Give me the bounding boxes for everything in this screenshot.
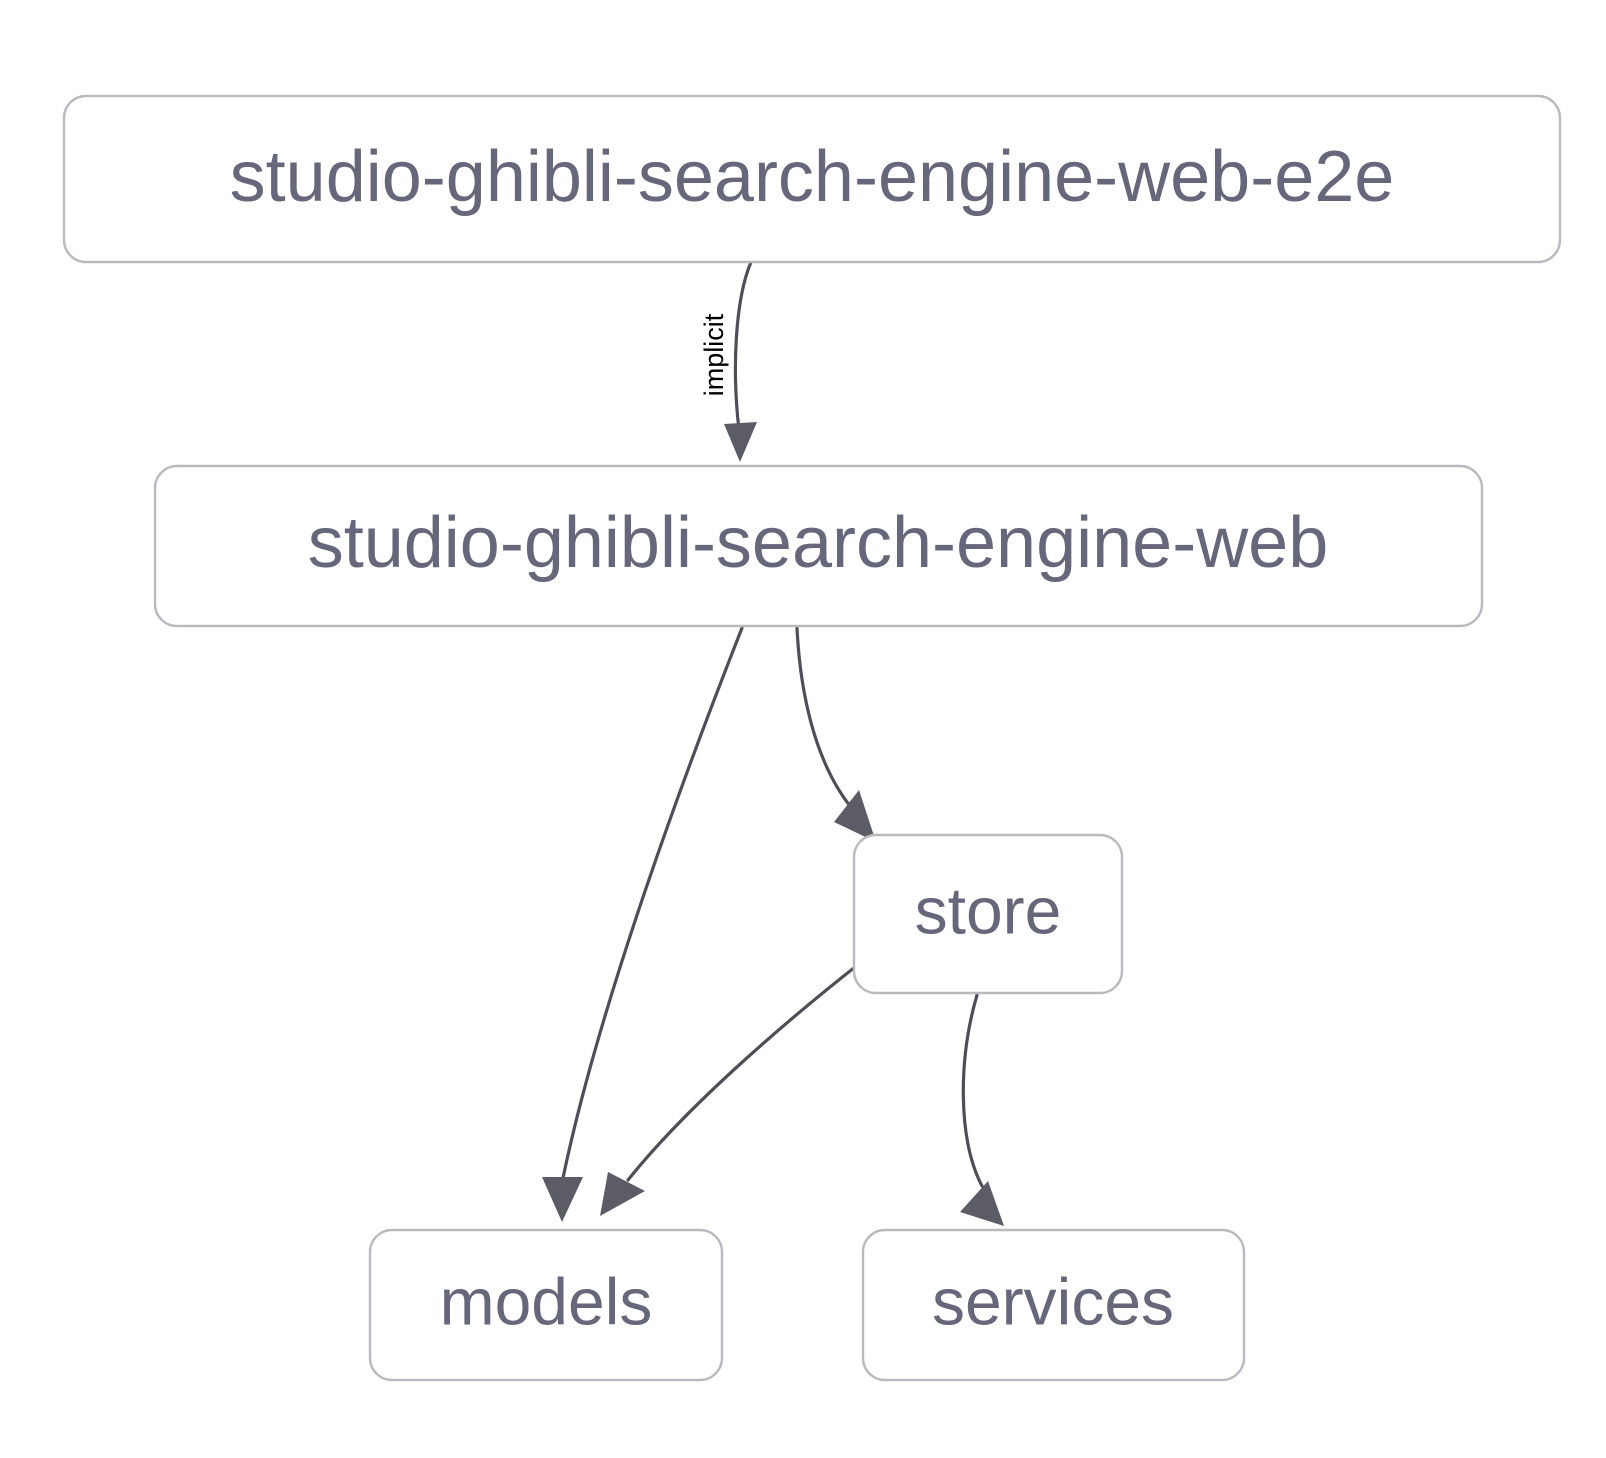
node-services[interactable]: services	[861, 1228, 1246, 1382]
node-label-store: store	[915, 873, 1062, 947]
node-models[interactable]: models	[368, 1228, 724, 1382]
node-box-services	[861, 1228, 1246, 1382]
edge-web-to-store[interactable]	[795, 626, 876, 842]
edge-path-store-to-services	[961, 993, 984, 1188]
node-label-services: services	[932, 1264, 1174, 1338]
edge-label-implicit: implicit	[699, 313, 729, 396]
nodes-layer: studio-ghibli-search-engine-web-e2e stud…	[62, 94, 1562, 1382]
edge-store-to-services[interactable]	[960, 993, 1004, 1226]
node-studio-ghibli-search-engine-web-e2e[interactable]: studio-ghibli-search-engine-web-e2e	[62, 94, 1562, 264]
node-store[interactable]: store	[852, 833, 1124, 995]
node-box-e2e	[62, 94, 1562, 264]
edge-arrowhead-web-to-store	[834, 790, 876, 842]
edge-web-to-models[interactable]	[542, 626, 744, 1222]
edge-store-to-models[interactable]	[600, 958, 866, 1216]
edge-arrowhead-store-to-models	[600, 1172, 645, 1216]
node-box-store	[852, 833, 1124, 995]
node-box-web	[153, 464, 1484, 628]
node-studio-ghibli-search-engine-web[interactable]: studio-ghibli-search-engine-web	[153, 464, 1484, 628]
node-label-e2e: studio-ghibli-search-engine-web-e2e	[230, 137, 1395, 217]
edge-path-store-to-models	[626, 958, 866, 1182]
node-label-web: studio-ghibli-search-engine-web	[308, 503, 1329, 583]
edge-path-e2e-to-web	[733, 260, 753, 432]
edges-layer: implicit	[542, 260, 1004, 1226]
edge-arrowhead-web-to-models	[542, 1177, 583, 1222]
edge-e2e-to-web[interactable]: implicit	[699, 260, 757, 462]
node-box-models	[368, 1228, 724, 1382]
edge-arrowhead-store-to-services	[960, 1181, 1004, 1226]
edge-path-web-to-models	[561, 626, 744, 1180]
edge-arrowhead-e2e-to-web	[724, 422, 757, 462]
node-label-models: models	[440, 1264, 653, 1338]
edge-path-web-to-store	[795, 626, 852, 808]
